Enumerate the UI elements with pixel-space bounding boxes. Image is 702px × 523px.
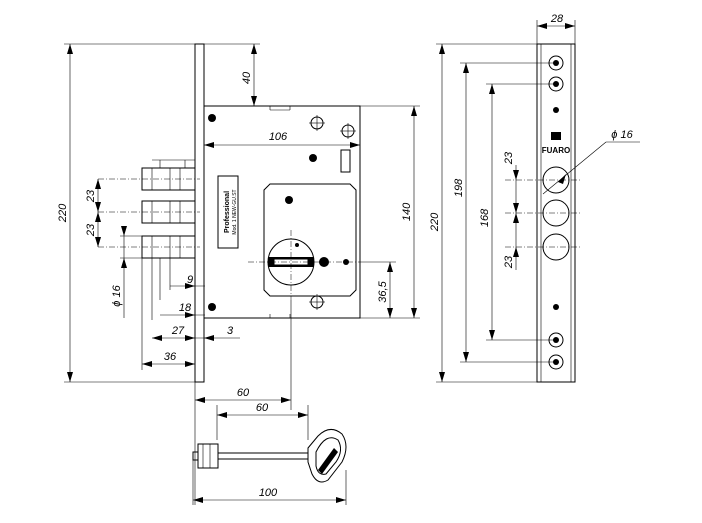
bolts: [141, 159, 196, 259]
dim-bolt-pitch-1: 23: [85, 189, 97, 203]
dim-bolt-18: 18: [179, 302, 192, 314]
key-handle: [307, 429, 347, 483]
dim-plate-height: 220: [57, 203, 69, 223]
dim-hole-pitch-1: 23: [503, 151, 515, 165]
dim-top-offset: 40: [241, 71, 253, 84]
lock-side-view: Professional Mod. 1 NEW-GU.ST: [57, 43, 420, 505]
dim-cylinder-offset: 36,5: [377, 280, 389, 302]
dim-bolt-throw: 9: [187, 274, 193, 286]
faceplate-brand-label: FUARO: [542, 146, 570, 155]
dim-key-length: 100: [259, 487, 278, 499]
faceplate: [194, 43, 205, 383]
lock-case: [203, 105, 361, 319]
model-vertical-label: Mod. 1 NEW-GU.ST: [232, 189, 238, 234]
dim-bolt-27: 27: [171, 325, 185, 337]
dim-body-width: 106: [269, 131, 288, 143]
dim-bolt-36: 36: [164, 351, 177, 363]
dim-body-height: 140: [401, 202, 413, 221]
brand-vertical-label: Professional: [224, 191, 231, 233]
dim-faceplate-height: 220: [429, 212, 441, 232]
dim-bolt-pitch-2: 23: [85, 223, 97, 237]
dim-backset-60a: 60: [237, 387, 250, 399]
dim-outer-holes: 198: [453, 178, 465, 197]
spindle-slot: [340, 149, 351, 173]
screw-holes: [208, 114, 356, 311]
dim-bolt-hole-diameter: ϕ 16: [611, 129, 633, 141]
dim-faceplate-width: 28: [550, 13, 564, 25]
label-box: [217, 175, 239, 249]
key-drawing: 60 100: [192, 402, 347, 505]
dim-faceplate-3: 3: [227, 325, 234, 337]
dim-inner-holes: 168: [479, 208, 491, 227]
mechanism-plate: [263, 183, 357, 297]
dim-bolt-diameter: ϕ 16: [111, 284, 123, 306]
faceplate-front-view: FUARO 28 220 198 168: [429, 13, 640, 383]
dim-hole-pitch-2: 23: [503, 255, 515, 269]
dim-backset-60b: 60: [256, 402, 269, 414]
